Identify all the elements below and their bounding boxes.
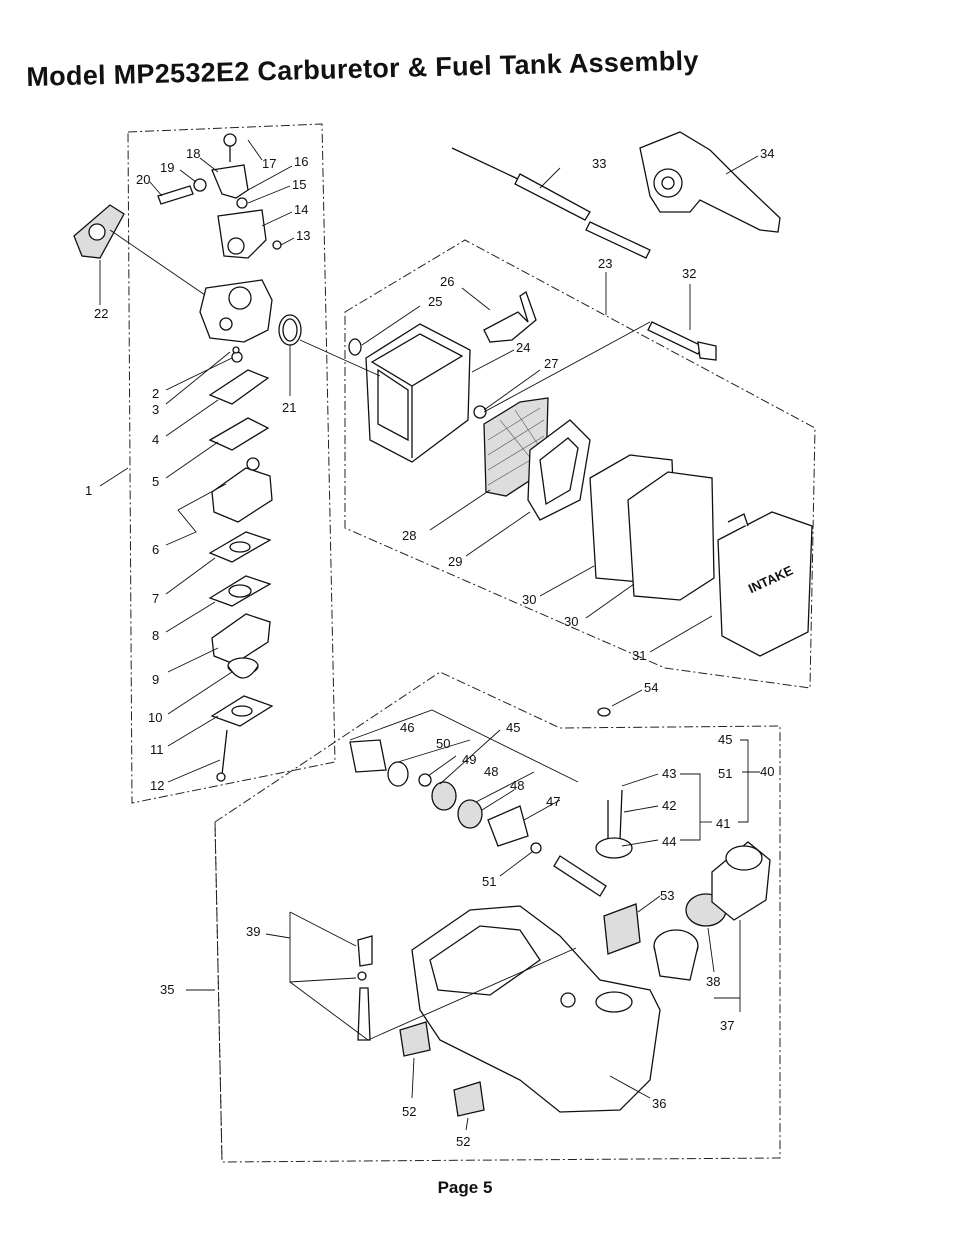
label-47: 47 <box>546 794 560 809</box>
label-43: 43 <box>662 766 676 781</box>
label-28: 28 <box>402 528 416 543</box>
label-27: 27 <box>544 356 558 371</box>
label-29: 29 <box>448 554 462 569</box>
label-52-a: 52 <box>402 1104 416 1119</box>
page-number: Page 5 <box>437 1178 493 1197</box>
label-24: 24 <box>516 340 530 355</box>
label-53: 53 <box>660 888 674 903</box>
carburetor-group-outline <box>127 123 336 804</box>
label-4: 4 <box>152 432 159 447</box>
label-3: 3 <box>152 402 159 417</box>
label-20: 20 <box>136 172 150 187</box>
label-35: 35 <box>160 982 174 997</box>
throttle-cable-and-handle <box>451 131 781 259</box>
label-52-b: 52 <box>456 1134 470 1149</box>
label-30-a: 30 <box>522 592 536 607</box>
label-32: 32 <box>682 266 696 281</box>
label-31: 31 <box>632 648 646 663</box>
label-18: 18 <box>186 146 200 161</box>
label-30-b: 30 <box>564 614 578 629</box>
label-45-a: 45 <box>718 732 732 747</box>
label-14: 14 <box>294 202 308 217</box>
label-15: 15 <box>292 177 306 192</box>
label-17: 17 <box>262 156 276 171</box>
label-16: 16 <box>294 154 308 169</box>
label-42: 42 <box>662 798 676 813</box>
label-9: 9 <box>152 672 159 687</box>
label-5: 5 <box>152 474 159 489</box>
label-48-a: 48 <box>484 764 498 779</box>
label-8: 8 <box>152 628 159 643</box>
label-45-b: 45 <box>506 720 520 735</box>
label-23: 23 <box>598 256 612 271</box>
part-number-labels: 1 2 3 4 5 6 7 8 9 10 11 12 13 14 15 16 1… <box>85 146 774 1149</box>
leader-lines <box>99 139 760 1131</box>
label-21: 21 <box>282 400 296 415</box>
label-26: 26 <box>440 274 454 289</box>
label-40: 40 <box>760 764 774 779</box>
fuel-system-parts <box>349 707 771 1117</box>
label-50: 50 <box>436 736 450 751</box>
label-7: 7 <box>152 591 159 606</box>
label-46: 46 <box>400 720 414 735</box>
label-51-b: 51 <box>482 874 496 889</box>
label-19: 19 <box>160 160 174 175</box>
label-1: 1 <box>85 483 92 498</box>
label-51-a: 51 <box>718 766 732 781</box>
label-44: 44 <box>662 834 676 849</box>
air-filter-parts: INTAKE <box>348 290 813 657</box>
label-36: 36 <box>652 1096 666 1111</box>
carburetor-parts <box>73 133 302 782</box>
label-54: 54 <box>644 680 658 695</box>
label-2: 2 <box>152 386 159 401</box>
air-filter-group-outline <box>344 239 816 689</box>
label-12: 12 <box>150 778 164 793</box>
label-33: 33 <box>592 156 606 171</box>
label-48-b: 48 <box>510 778 524 793</box>
label-11: 11 <box>150 742 164 757</box>
label-6: 6 <box>152 542 159 557</box>
label-13: 13 <box>296 228 310 243</box>
label-38: 38 <box>706 974 720 989</box>
label-22: 22 <box>94 306 108 321</box>
label-49: 49 <box>462 752 476 767</box>
label-25: 25 <box>428 294 442 309</box>
label-37: 37 <box>720 1018 734 1033</box>
label-34: 34 <box>760 146 774 161</box>
label-41: 41 <box>716 816 730 831</box>
label-10: 10 <box>148 710 162 725</box>
label-39: 39 <box>246 924 260 939</box>
